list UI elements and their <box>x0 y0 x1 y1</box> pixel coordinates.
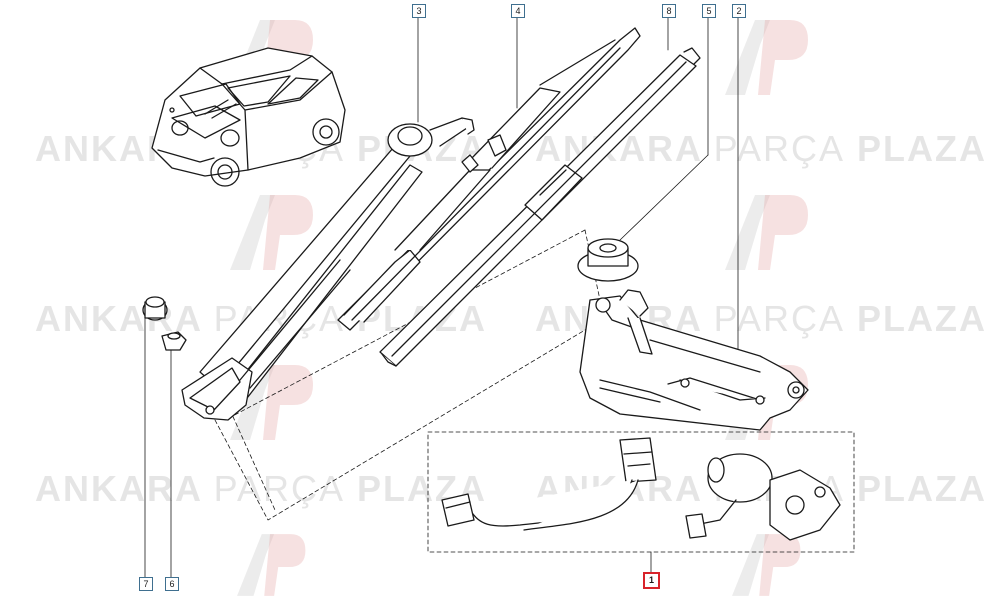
wiper-linkage <box>579 289 809 431</box>
callout-5: 5 <box>702 4 716 18</box>
wiper-blade-refill <box>379 47 701 367</box>
wiper-arm <box>181 117 475 421</box>
wiper-motor-assembly <box>441 437 841 541</box>
callout-6: 6 <box>165 577 179 591</box>
spindle-cap <box>577 238 639 282</box>
leader-lines <box>144 16 739 578</box>
callout-8: 8 <box>662 4 676 18</box>
wiper-blade <box>337 27 641 331</box>
nut-and-washer <box>142 296 187 351</box>
callout-2: 2 <box>732 4 746 18</box>
car-illustration <box>151 47 346 187</box>
callout-1-highlighted: 1 <box>643 572 660 589</box>
callout-3: 3 <box>412 4 426 18</box>
callout-7: 7 <box>139 577 153 591</box>
callout-4: 4 <box>511 4 525 18</box>
